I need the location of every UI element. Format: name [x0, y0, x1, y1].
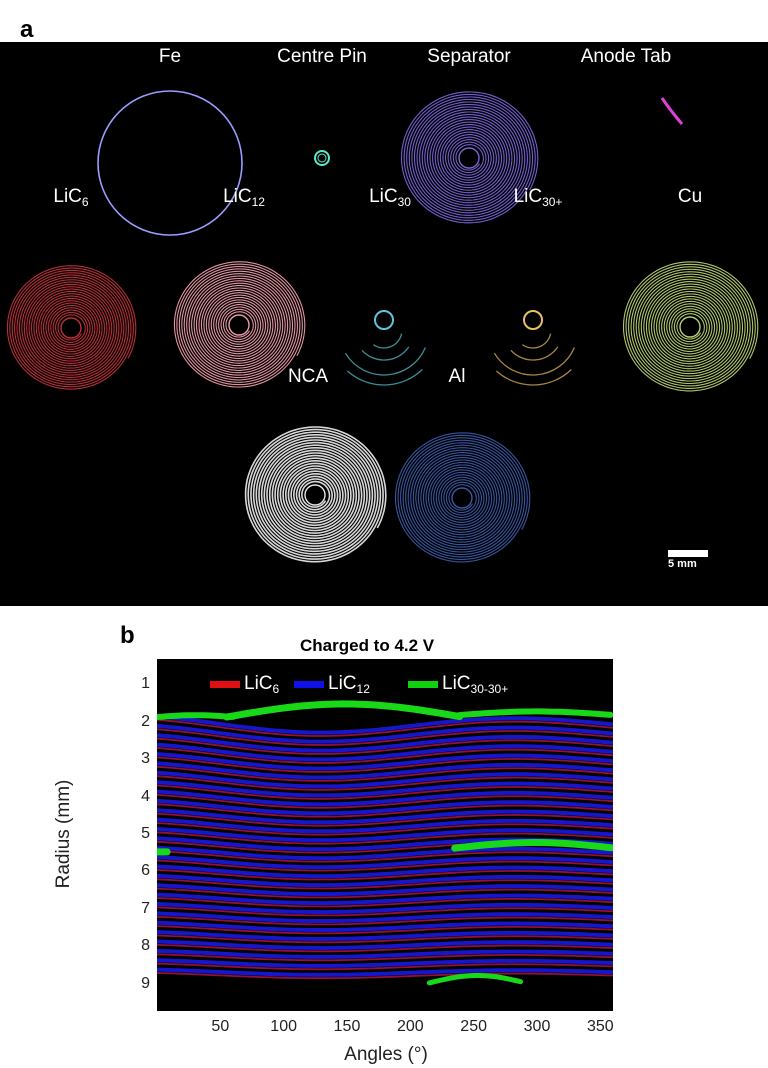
x-tick: 200: [396, 1018, 424, 1035]
component-al: [394, 432, 531, 563]
component-lic30-: [493, 310, 575, 386]
legend-label: LiC12: [328, 673, 370, 696]
component-label: LiC6: [53, 186, 89, 209]
x-tick: 300: [523, 1018, 551, 1035]
y-tick: 3: [141, 750, 150, 768]
component-lic30: [344, 310, 426, 386]
component-nca: [244, 426, 387, 563]
component-label: Centre Pin: [277, 46, 367, 67]
component-separator: [400, 91, 539, 224]
component-label: LiC30: [369, 186, 411, 209]
legend-item: LiC12: [294, 673, 370, 696]
y-tick: 9: [141, 974, 150, 992]
legend-swatch: [210, 681, 240, 688]
x-tick: 150: [333, 1018, 361, 1035]
panel-a-label: a: [20, 16, 34, 43]
y-tick: 5: [141, 825, 150, 842]
legend-swatch: [294, 681, 324, 688]
component-label: Al: [448, 366, 466, 387]
y-tick: 4: [141, 787, 150, 805]
component-label: LiC30+: [513, 186, 563, 209]
component-anode-tab: [660, 97, 684, 125]
y-axis-label: Radius (mm): [53, 779, 74, 889]
y-tick: 1: [141, 675, 150, 693]
legend-label: LiC6: [244, 673, 280, 696]
legend-label: LiC30-30+: [442, 673, 509, 696]
legend-item: LiC30-30+: [408, 673, 508, 696]
x-tick: 250: [460, 1018, 488, 1035]
plot-area: [157, 659, 613, 1011]
y-tick: 8: [141, 937, 150, 955]
component-lic6: [6, 265, 137, 390]
component-cu: [622, 261, 759, 392]
x-tick: 100: [270, 1018, 298, 1035]
x-tick: 50: [211, 1018, 230, 1035]
component-label: NCA: [287, 366, 329, 387]
component-label: Anode Tab: [580, 46, 672, 67]
panel-b-label: b: [120, 622, 135, 649]
component-centre-pin: [314, 150, 330, 166]
layer-map: [157, 700, 613, 986]
component-fe: [97, 90, 243, 236]
y-tick: 7: [141, 899, 150, 917]
y-tick: 2: [141, 712, 150, 730]
component-label: Separator: [427, 46, 511, 67]
legend-item: LiC6: [210, 673, 279, 696]
y-tick: 6: [141, 862, 150, 880]
component-lic12: [173, 261, 306, 388]
component-label: LiC12: [223, 186, 265, 209]
scale-bar-label: 5 mm: [668, 558, 697, 570]
component-label: Fe: [158, 46, 182, 67]
plot-title: Charged to 4.2 V: [300, 636, 435, 655]
x-axis-label: Angles (°): [344, 1044, 428, 1065]
component-renderings: [6, 90, 759, 563]
x-tick: 350: [586, 1018, 614, 1035]
legend-swatch: [408, 681, 438, 688]
component-label: Cu: [677, 186, 703, 207]
scale-bar: [668, 550, 708, 557]
